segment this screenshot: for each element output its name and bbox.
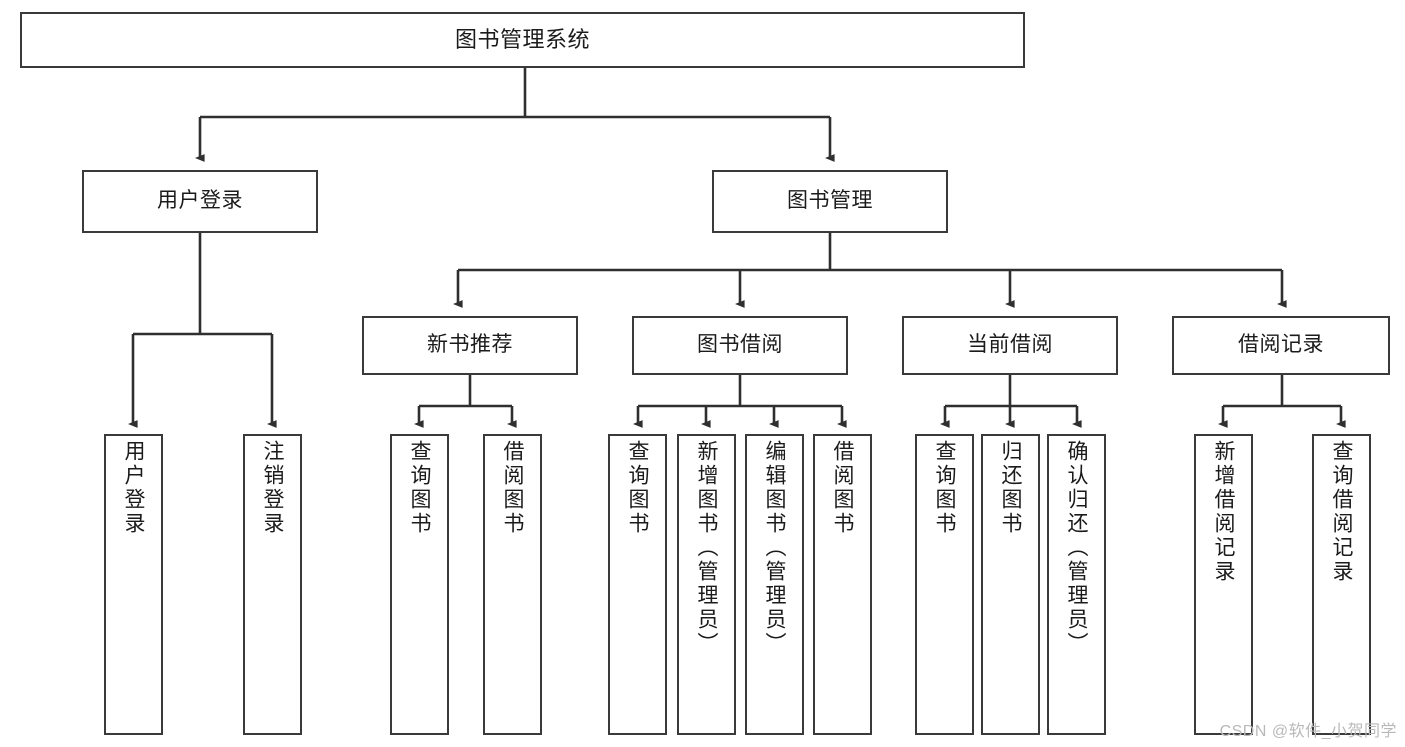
node-label: 确认归还（管理员） [1065, 440, 1088, 656]
node-user-login[interactable]: 用户登录 [82, 170, 318, 233]
node-label: 查询图书 [408, 440, 431, 536]
leaf-current-confirm-return-admin[interactable]: 确认归还（管理员） [1047, 434, 1106, 735]
leaf-newbook-query-book[interactable]: 查询图书 [390, 434, 449, 735]
node-borrow-record[interactable]: 借阅记录 [1172, 316, 1390, 375]
leaf-user-login[interactable]: 用户登录 [104, 434, 163, 735]
leaf-record-query-record[interactable]: 查询借阅记录 [1312, 434, 1371, 735]
node-label: 新增借阅记录 [1212, 440, 1235, 584]
node-label: 借阅记录 [1238, 333, 1324, 357]
node-label: 注销登录 [261, 440, 284, 536]
leaf-borrow-query-book[interactable]: 查询图书 [608, 434, 667, 735]
leaf-current-query-book[interactable]: 查询图书 [915, 434, 974, 735]
node-label: 图书借阅 [697, 333, 783, 357]
leaf-newbook-borrow-book[interactable]: 借阅图书 [483, 434, 542, 735]
node-label: 新增图书（管理员） [695, 440, 718, 656]
node-label: 当前借阅 [967, 333, 1053, 357]
node-label: 图书管理 [787, 189, 873, 213]
node-book-management[interactable]: 图书管理 [712, 170, 948, 233]
node-label: 归还图书 [999, 440, 1022, 536]
leaf-borrow-add-book-admin[interactable]: 新增图书（管理员） [677, 434, 736, 735]
node-label: 用户登录 [122, 440, 145, 536]
leaf-current-return-book[interactable]: 归还图书 [981, 434, 1040, 735]
node-label: 查询借阅记录 [1330, 440, 1353, 584]
node-label: 新书推荐 [427, 333, 513, 357]
leaf-borrow-edit-book-admin[interactable]: 编辑图书（管理员） [745, 434, 804, 735]
csdn-watermark: CSDN @软件_小贺同学 [1219, 723, 1397, 740]
node-label: 图书管理系统 [454, 27, 590, 53]
node-book-borrow[interactable]: 图书借阅 [632, 316, 848, 375]
leaf-user-logout[interactable]: 注销登录 [243, 434, 302, 735]
leaf-borrow-borrow-book[interactable]: 借阅图书 [813, 434, 872, 735]
node-root-system[interactable]: 图书管理系统 [20, 12, 1025, 68]
node-label: 借阅图书 [831, 440, 854, 536]
leaf-record-add-record[interactable]: 新增借阅记录 [1194, 434, 1253, 735]
node-current-borrow[interactable]: 当前借阅 [902, 316, 1118, 375]
node-label: 借阅图书 [501, 440, 524, 536]
node-label: 查询图书 [626, 440, 649, 536]
node-new-book-recommend[interactable]: 新书推荐 [362, 316, 578, 375]
node-label: 用户登录 [157, 189, 243, 213]
node-label: 编辑图书（管理员） [763, 440, 786, 656]
node-label: 查询图书 [933, 440, 956, 536]
